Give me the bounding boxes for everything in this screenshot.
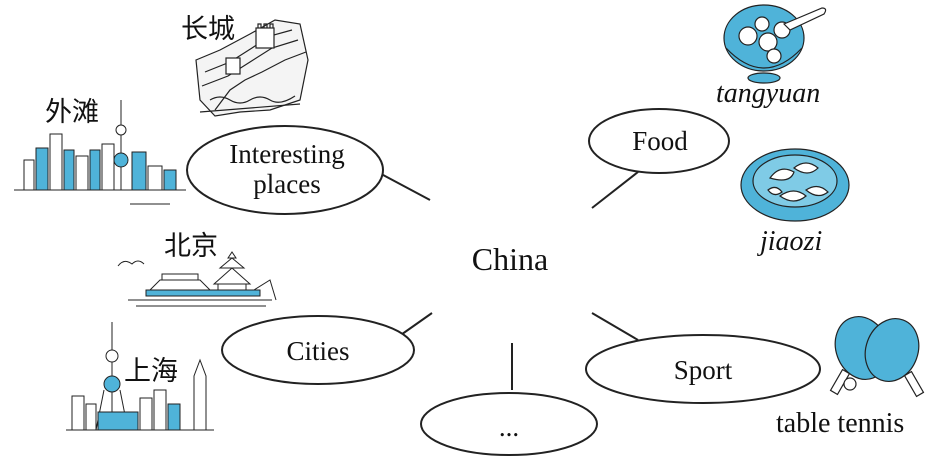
node-cities: Cities [221,315,415,385]
table-tennis-caption: table tennis [776,408,904,439]
node-sport-label: Sport [674,355,733,385]
shanghai-bund-skyline [14,100,186,205]
shanghai-caption: 上海 [124,356,178,387]
connector-lines [369,167,639,390]
node-sport-ellipse [585,334,821,404]
node-cities-ellipse [221,315,415,385]
great-wall-caption: 长城 [181,14,235,45]
tangyuan-caption: tangyuan [716,78,820,109]
node-interesting-places-ellipse [186,125,384,215]
node-food-ellipse [588,108,730,174]
node-food-label: Food [632,126,688,156]
the-bund-caption: 外滩 [45,97,99,128]
center-label: China [472,241,548,277]
node-more-ellipse [420,392,598,456]
node-food: Food [588,108,730,174]
node-more-label: ... [499,412,519,442]
beijing-temple-of-heaven [117,251,277,307]
jiaozi-caption: jiaozi [757,226,822,257]
node-interesting-places-line2: places [253,169,320,199]
shanghai-pearl-tower-skyline [66,322,214,431]
great-wall-illustration [195,19,309,117]
node-sport: Sport [585,334,821,404]
line-to-food [591,171,639,209]
line-to-sport [591,312,639,341]
jiaozi-plate [740,148,850,222]
tangyuan-bowl [723,4,827,84]
beijing-caption: 北京 [164,231,218,262]
node-interesting-places-line1: Interesting [229,139,344,169]
node-more: ... [420,392,598,456]
ping-pong-paddles [829,316,925,398]
node-interesting-places: Interesting places [186,125,384,215]
node-cities-label: Cities [286,336,349,366]
